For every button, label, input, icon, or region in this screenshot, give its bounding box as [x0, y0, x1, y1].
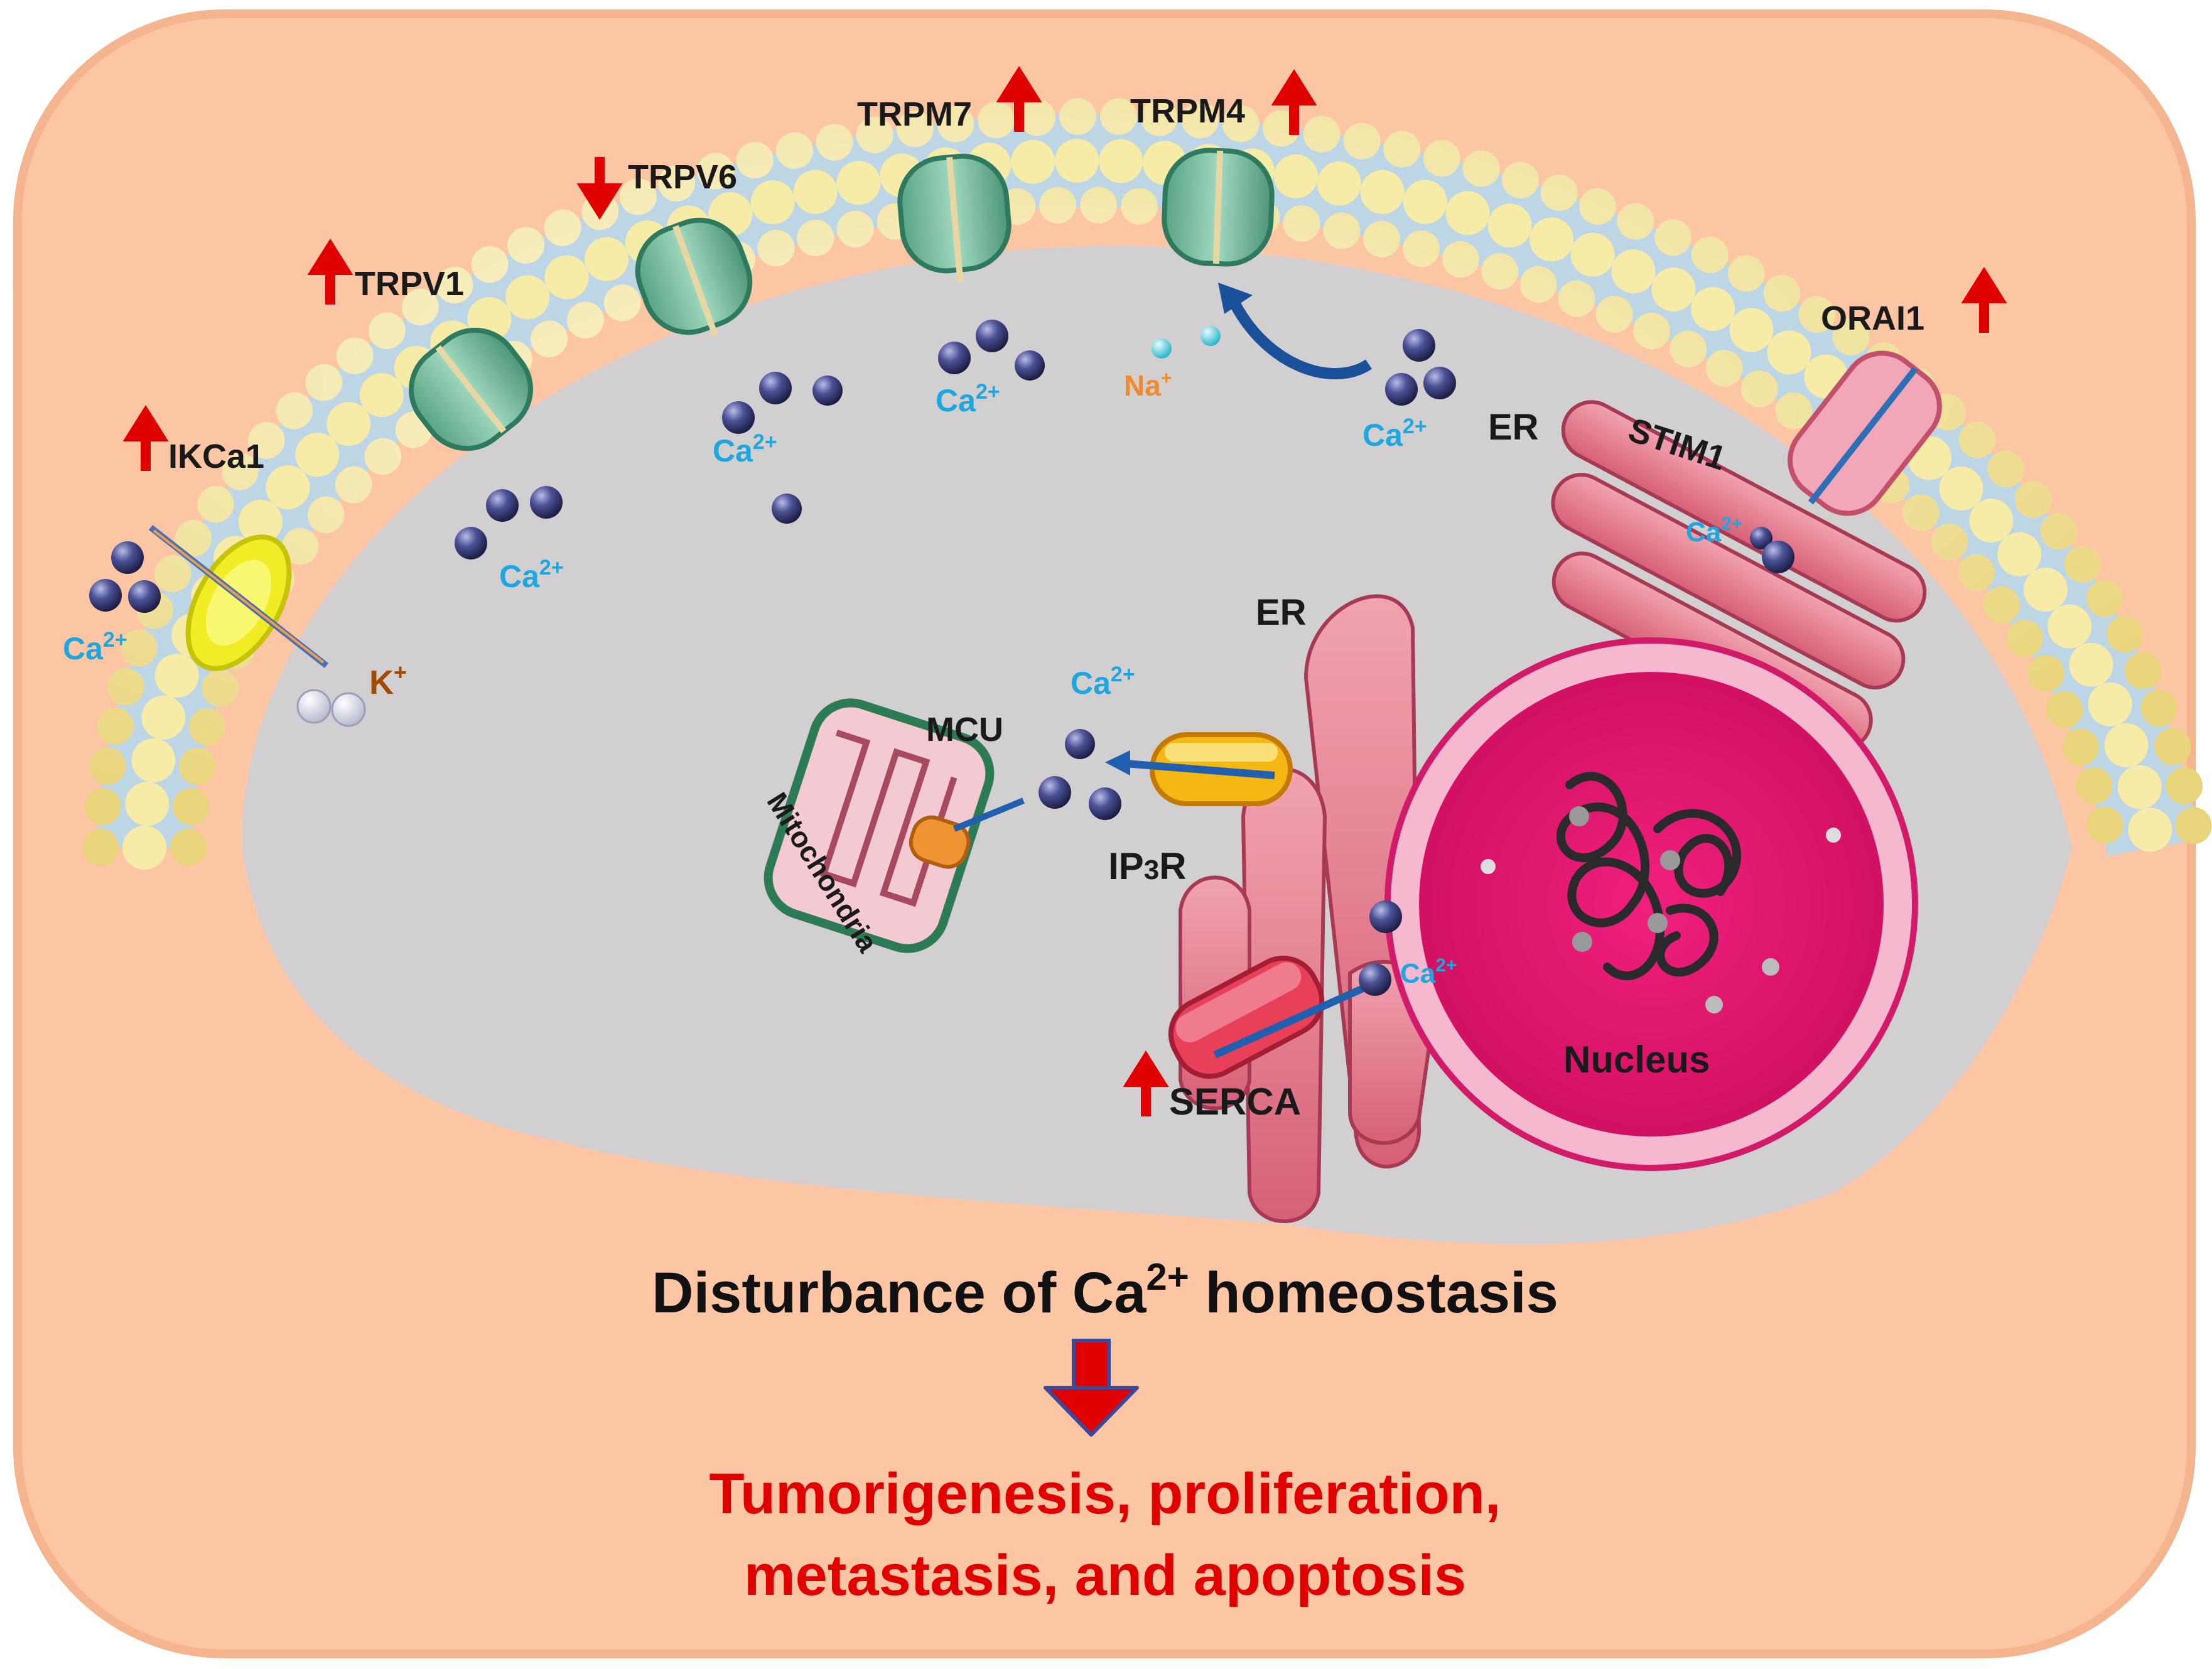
- ca-label: Ca2+: [1362, 414, 1427, 453]
- caption-disturbance: Disturbance of Ca2+ homeostasis: [652, 1256, 1558, 1325]
- calcium-ion-icon: [1089, 787, 1121, 820]
- up-arrow-icon: [996, 65, 1042, 132]
- trpm7-label: TRPM7: [857, 95, 972, 133]
- ikca1-flux-arrow-inner: [153, 529, 325, 664]
- k-label: K+: [369, 659, 407, 701]
- ca-label: Ca2+: [713, 430, 777, 468]
- up-arrow-icon: [307, 238, 353, 305]
- serca-label: SERCA: [1169, 1081, 1301, 1123]
- calcium-ion-icon: [1015, 350, 1045, 381]
- ca-label: Ca2+: [936, 380, 1000, 418]
- calcium-ion-icon: [1369, 900, 1402, 933]
- er-upper-label: ER: [1488, 407, 1539, 448]
- calcium-ions: [89, 320, 1794, 996]
- calcium-ion-icon: [1359, 963, 1391, 996]
- mitochondrion: [763, 698, 995, 953]
- trpv6-label: TRPV6: [628, 158, 737, 196]
- ca-label: Ca2+: [499, 556, 564, 594]
- ikca1-channel: [185, 534, 292, 671]
- calcium-ion-icon: [486, 489, 519, 522]
- outcome-line1: Tumorigenesis, proliferation,: [709, 1462, 1501, 1526]
- calcium-ion-icon: [938, 342, 971, 374]
- calcium-ion-icon: [1065, 729, 1095, 759]
- orai1-label: ORAI1: [1821, 300, 1924, 337]
- nucleus-label: Nucleus: [1563, 1039, 1710, 1081]
- calcium-ion-icon: [1039, 776, 1071, 809]
- down-arrow-icon: [576, 157, 623, 220]
- er-mid-label: ER: [1256, 592, 1307, 633]
- outcome-line2: metastasis, and apoptosis: [744, 1543, 1466, 1607]
- calcium-ion-icon: [1403, 329, 1435, 362]
- calcium-ion-icon: [89, 579, 122, 612]
- up-arrow-icon: [1123, 1050, 1169, 1116]
- ca-label: Ca2+: [1071, 662, 1135, 701]
- trpv6-channel: [635, 217, 753, 337]
- calcium-ion-icon: [455, 527, 487, 559]
- mcu-label: MCU: [926, 711, 1003, 748]
- calcium-ion-icon: [530, 486, 563, 519]
- chromatin: [1556, 772, 1741, 980]
- potassium-ion-icon: [331, 692, 366, 727]
- calcium-ion-icon: [812, 375, 843, 406]
- mcu-flux-arrow: [953, 797, 1025, 832]
- calcium-ion-icon: [128, 580, 161, 613]
- potassium-ions: [296, 689, 366, 727]
- calcium-ion-icon: [111, 541, 144, 574]
- orai1-channel: [1788, 350, 1942, 516]
- potassium-ion-icon: [296, 689, 332, 724]
- serca-flux-arrow: [1213, 982, 1371, 1059]
- ca-label: Ca2+: [63, 628, 127, 666]
- up-arrow-icon: [1961, 266, 2007, 333]
- cell-membrane: [82, 98, 2212, 870]
- trpm4-channel: [1162, 148, 1275, 267]
- trpm4-curved-arrow-head: [1218, 283, 1253, 314]
- sodium-ion-icon: [1200, 326, 1221, 346]
- calcium-ion-icon: [1385, 373, 1418, 406]
- calcium-ion-icon: [759, 372, 792, 404]
- calcium-ion-icon: [976, 320, 1008, 352]
- ip3r-flux-arrow-head: [1105, 750, 1130, 775]
- calcium-ion-icon: [1750, 527, 1772, 549]
- trpm7-channel: [897, 153, 1012, 283]
- ca-label: Ca2+: [1686, 514, 1742, 548]
- ca-label: Ca2+: [1400, 955, 1457, 989]
- trpm4-curved-arrow: [1225, 293, 1372, 380]
- calcium-ion-icon: [772, 494, 802, 524]
- ip3r-flux-arrow: [1117, 759, 1275, 779]
- calcium-ion-icon: [1423, 367, 1456, 399]
- ikca1-label: IKCa1: [168, 438, 264, 475]
- sodium-ion-icon: [1152, 338, 1172, 359]
- trpm4-label: TRPM4: [1130, 92, 1245, 130]
- up-arrow-icon: [1271, 68, 1317, 135]
- up-arrow-icon: [122, 404, 169, 471]
- sodium-ions: [1152, 326, 1221, 359]
- ip3r-label: IP3R: [1108, 845, 1187, 887]
- na-label: Na+: [1124, 368, 1172, 402]
- trpv1-label: TRPV1: [355, 265, 464, 303]
- down-arrow-icon: [1044, 1339, 1139, 1437]
- calcium-ion-icon: [1762, 541, 1794, 573]
- nucleus: [1384, 637, 1918, 1171]
- trpv1-channel: [409, 327, 533, 451]
- calcium-ion-icon: [722, 401, 755, 434]
- regulation-arrows: [122, 65, 2007, 1116]
- serca-pump: [1168, 955, 1325, 1079]
